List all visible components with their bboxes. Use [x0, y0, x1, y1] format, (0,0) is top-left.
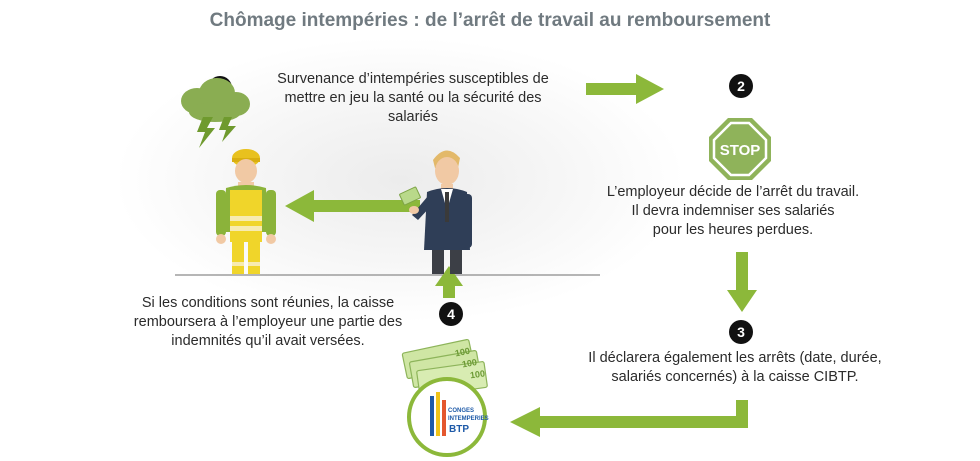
logo-line-1: CONGES [448, 408, 474, 414]
arrow-left-bottom [510, 400, 748, 437]
logo-line-2: INTEMPERIES [448, 416, 489, 422]
arrow-up-center [435, 266, 463, 298]
logo-line-3: BTP [449, 424, 469, 435]
step-4-text: Si les conditions sont réunies, la caiss… [133, 295, 403, 349]
conges-intemperies-btp-logo: CONGES INTEMPERIES BTP [407, 377, 489, 457]
step-2-badge: 2 [729, 74, 753, 98]
employer-figure [399, 150, 472, 274]
step-2-text: L’employeur décide de l’arrêt du travail… [606, 184, 860, 238]
step-3-badge: 3 [729, 320, 753, 344]
page-title: Chômage intempéries : de l’arrêt de trav… [209, 10, 771, 31]
arrow-down-right [727, 252, 757, 312]
banknote-value-3: 100 [469, 368, 485, 380]
arrow-left-top [285, 190, 420, 222]
step-3-text: Il déclarera également les arrêts (date,… [588, 350, 882, 385]
construction-worker-figure [216, 149, 276, 274]
arrow-right-top [586, 74, 664, 104]
stop-sign-text: STOP [720, 142, 761, 159]
banknote-value-1: 100 [454, 346, 471, 359]
storm-cloud-icon [181, 78, 250, 148]
banknote-value-2: 100 [461, 357, 478, 369]
step-1-text: Survenance d’intempéries susceptibles de… [277, 71, 549, 125]
step-4-badge: 4 [439, 302, 463, 326]
stop-sign-icon: STOP [709, 118, 771, 180]
